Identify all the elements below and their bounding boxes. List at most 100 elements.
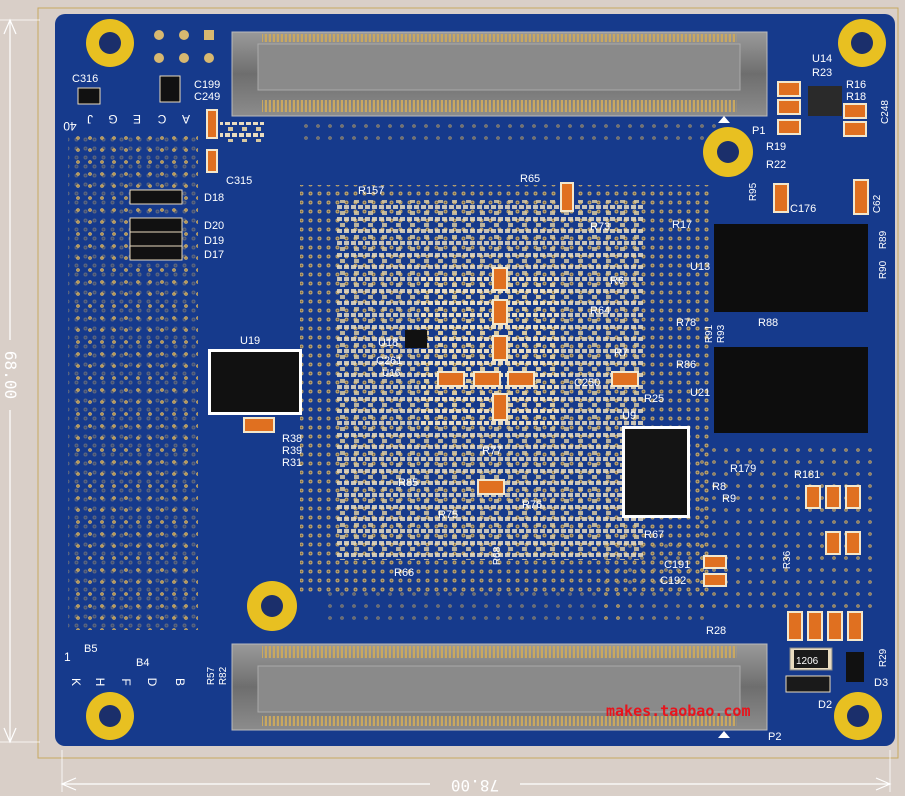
pin-label-j: J xyxy=(87,112,93,126)
designator-r75: R75 xyxy=(438,509,458,521)
chip-u14-label: U14 xyxy=(812,53,832,65)
designator-c191: C191 xyxy=(664,559,690,571)
chip-u19-label: U19 xyxy=(240,335,260,347)
chip-u9-label: U9 xyxy=(622,410,636,422)
chip-u14: U14 xyxy=(808,53,842,116)
designator-r8: R8 xyxy=(712,481,726,493)
designator-r65: R65 xyxy=(520,173,540,185)
designator-r38: R38 xyxy=(282,433,302,445)
designator-r29: R29 xyxy=(878,648,889,667)
designator-b4: B4 xyxy=(136,657,149,669)
designator-r18: R18 xyxy=(846,91,866,103)
designator-r91: R91 xyxy=(704,324,715,343)
pin-label-h: H xyxy=(93,678,107,687)
watermark-text: makes.taobao.com xyxy=(606,702,751,720)
dimension-vertical: 68.00 xyxy=(0,18,40,744)
header-top-pads xyxy=(77,30,264,142)
chip-u13-label: U13 xyxy=(690,261,710,273)
designator-c62: C62 xyxy=(872,194,883,213)
designator-c248: C248 xyxy=(880,100,891,124)
designator-c316: C316 xyxy=(72,73,98,85)
designator-r57: R57 xyxy=(206,666,217,685)
designator-r82: R82 xyxy=(218,666,229,685)
designator-r86: R86 xyxy=(676,359,696,371)
chip-u18-label: U18 xyxy=(378,337,398,349)
designator-r68: R68 xyxy=(492,546,503,565)
designator-r25: R25 xyxy=(644,393,664,405)
mounting-hole-mid-bottom xyxy=(247,581,297,631)
designator-c315: C315 xyxy=(226,175,252,187)
mounting-hole-mid-top xyxy=(703,127,753,177)
designator-r17: R17 xyxy=(672,219,692,231)
designator-c192: C192 xyxy=(660,575,686,587)
diode-d3-label: D3 xyxy=(874,677,888,689)
chip-u13: U13 xyxy=(690,224,868,312)
pin-header-top-labels: 40 J G E C A xyxy=(63,112,190,133)
pin-label-g: G xyxy=(108,112,117,126)
board-outline xyxy=(37,7,899,759)
designator-r93: R93 xyxy=(716,324,727,343)
mounting-hole-tr xyxy=(838,19,886,67)
pin-label-d: D xyxy=(145,678,159,687)
designator-r78: R78 xyxy=(676,317,696,329)
designator-r6: R6 xyxy=(610,275,624,287)
connector-p1-label: P1 xyxy=(752,125,765,137)
designator-r19: R19 xyxy=(766,141,786,153)
diode-1206: 1206 xyxy=(789,647,833,671)
diode-d18-label: D18 xyxy=(204,192,224,204)
designator-r77: R77 xyxy=(482,445,502,457)
diode-d19-label: D19 xyxy=(204,235,224,247)
pin-label-b: B xyxy=(173,678,187,686)
designator-r181: R181 xyxy=(794,469,820,481)
designator-c249: C249 xyxy=(194,91,220,103)
designator-c250: C250 xyxy=(574,377,600,389)
designator-r95: R95 xyxy=(748,182,759,201)
designator-r16: R16 xyxy=(846,79,866,91)
designator-r66: R66 xyxy=(394,567,414,579)
connector-p2-label: P2 xyxy=(768,731,781,743)
designator-b5: B5 xyxy=(84,643,97,655)
diode-d3: D3 xyxy=(846,652,888,689)
designator-r22: R22 xyxy=(766,159,786,171)
diode-1206-label: 1206 xyxy=(796,656,819,667)
capacitor-group xyxy=(206,81,869,641)
designator-r36: R36 xyxy=(782,550,793,569)
connector-p2: P2 xyxy=(231,643,781,743)
designator-r179: R179 xyxy=(730,463,756,475)
designator-r76: R76 xyxy=(522,499,542,511)
chip-u9: U9 xyxy=(622,410,690,518)
mounting-hole-bl xyxy=(86,692,134,740)
dimension-horizontal: 78.00 xyxy=(60,750,892,795)
designator-c261: C261 xyxy=(376,355,402,367)
designator-r89: R89 xyxy=(878,230,889,249)
designator-labels: C316 C199 C249 C315 R157 R65 R73 R17 R23… xyxy=(72,67,891,685)
designator-r23: R23 xyxy=(812,67,832,79)
diode-left-group: D18 D20 D19 D17 xyxy=(129,189,224,261)
pin-header-bottom-labels: 1 K H F D B xyxy=(64,650,187,687)
diode-d2: D2 xyxy=(785,675,832,711)
designator-r90: R90 xyxy=(878,260,889,279)
designator-r7: R7 xyxy=(614,347,628,359)
connector-p1: P1 xyxy=(231,31,768,137)
dimension-horizontal-label: 78.00 xyxy=(451,776,499,795)
pin-label-c: C xyxy=(157,112,166,126)
diode-d17-label: D17 xyxy=(204,249,224,261)
pin-header-top-num: 40 xyxy=(63,119,77,133)
dimension-vertical-label: 68.00 xyxy=(1,351,20,399)
diode-d20-label: D20 xyxy=(204,220,224,232)
designator-r88: R88 xyxy=(758,317,778,329)
pin-label-f: F xyxy=(119,678,133,685)
designator-c176: C176 xyxy=(790,203,816,215)
chip-u21: U21 xyxy=(690,347,868,433)
designator-r73: R73 xyxy=(590,221,610,233)
mounting-hole-tl xyxy=(86,19,134,67)
designator-r39: R39 xyxy=(282,445,302,457)
designator-r31: R31 xyxy=(282,457,302,469)
chip-u19: U19 xyxy=(208,335,302,415)
designator-r28: R28 xyxy=(706,625,726,637)
pin-label-a: A xyxy=(182,112,190,126)
diode-d2-label: D2 xyxy=(818,699,832,711)
chip-u21-label: U21 xyxy=(690,387,710,399)
designator-r67: R67 xyxy=(644,529,664,541)
